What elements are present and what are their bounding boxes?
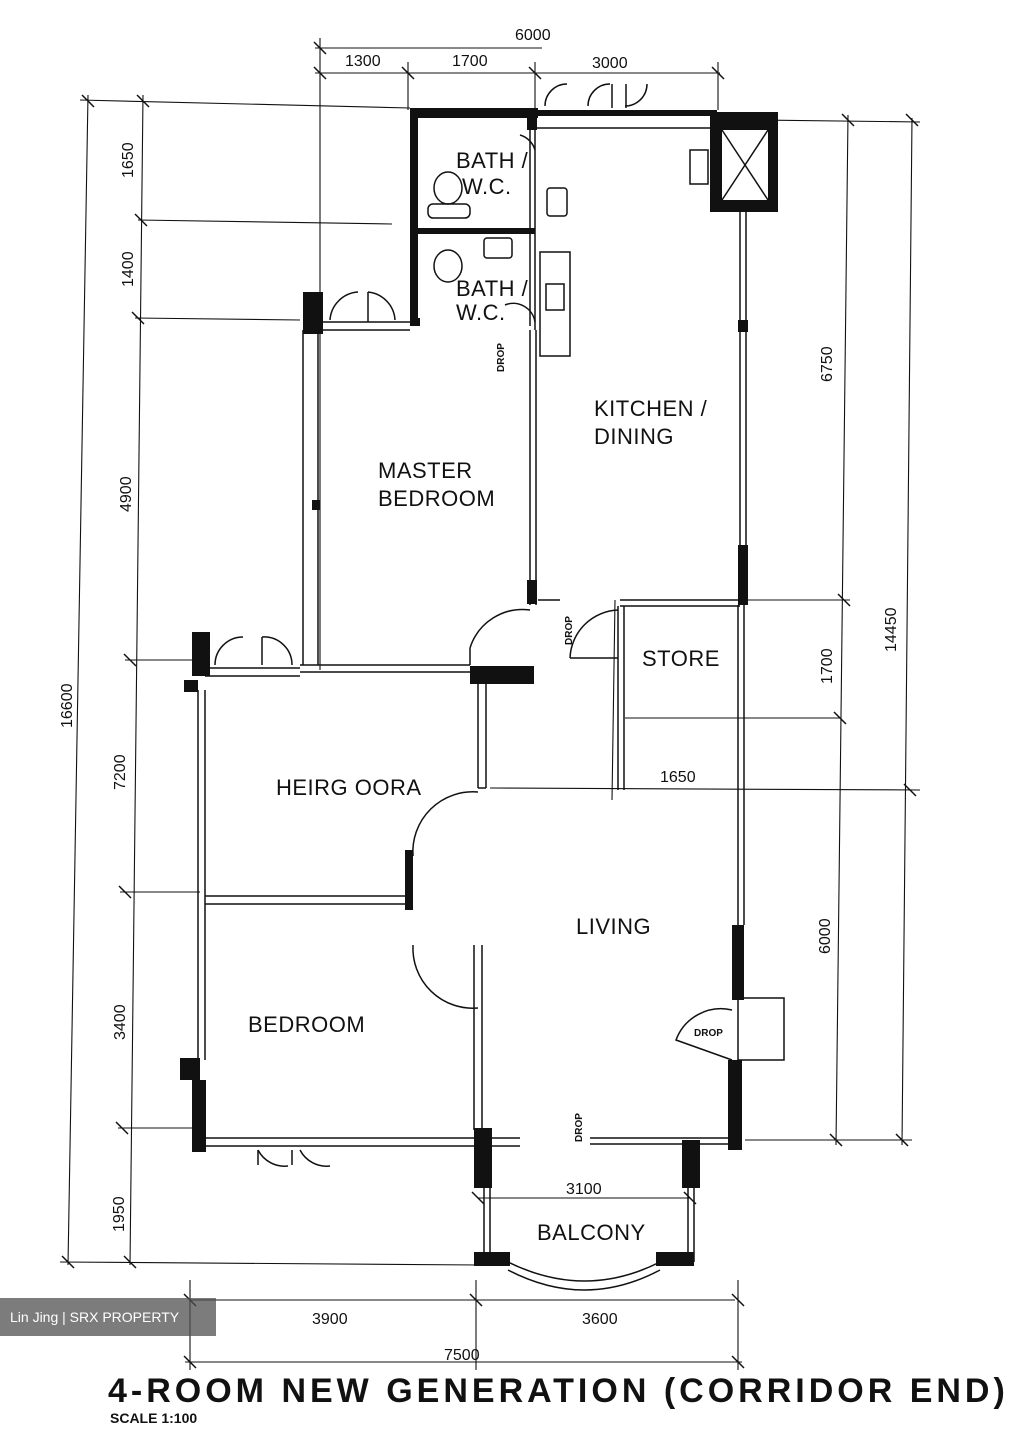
dim-top-b: 1700 [452, 53, 488, 70]
drop-label-living: DROP [574, 1113, 585, 1142]
dim-right-c: 6000 [817, 918, 834, 954]
watermark: Lin Jing | SRX PROPERTY [0, 1298, 216, 1336]
dim-top-total: 6000 [515, 27, 551, 44]
drop-label-entrance: DROP [694, 1028, 723, 1039]
plan-scale: SCALE 1:100 [110, 1410, 198, 1426]
room-label-dining: DINING [594, 424, 674, 449]
drop-labels: DROP DROP DROP DROP [496, 343, 723, 1142]
dim-right-outer: 14450 [883, 607, 900, 652]
dim-bottom-total: 7500 [444, 1347, 480, 1364]
room-label-bath-2-wc: W.C. [456, 300, 506, 325]
dim-bottom-a: 3900 [312, 1311, 348, 1328]
room-label-bath-2: BATH / [456, 276, 529, 301]
room-label-store: STORE [642, 646, 720, 671]
dim-right-a: 6750 [819, 346, 836, 382]
dim-left-c: 4900 [118, 476, 135, 512]
dim-top-c: 3000 [592, 55, 628, 72]
room-label-bath-1-wc: W.C. [462, 174, 512, 199]
dim-left-b: 1400 [120, 251, 137, 287]
doors-fixtures [214, 83, 785, 1167]
drop-label-store: DROP [564, 616, 575, 645]
dim-bottom-b: 3600 [582, 1311, 618, 1328]
walls [180, 108, 778, 1291]
dim-left-a: 1650 [120, 142, 137, 178]
room-label-bedroom-2: HEIRG OORA [276, 775, 422, 800]
room-label-master-bedroom: BEDROOM [378, 486, 495, 511]
plan-title: 4-ROOM NEW GENERATION (CORRIDOR END) [108, 1372, 1009, 1410]
dim-left-outer: 16600 [59, 683, 76, 728]
dim-left-f: 1950 [111, 1196, 128, 1232]
room-label-bath-1: BATH / [456, 148, 529, 173]
room-label-master: MASTER [378, 458, 473, 483]
dim-top-a: 1300 [345, 53, 381, 70]
room-label-living: LIVING [576, 914, 651, 939]
dimension-labels: 6000 1300 1700 3000 16600 1650 1400 4900… [59, 27, 900, 1364]
drop-label-kitchen: DROP [496, 343, 507, 372]
dim-right-b: 1700 [819, 648, 836, 684]
dim-balcony-width: 3100 [566, 1181, 602, 1198]
dim-left-e: 3400 [112, 1004, 129, 1040]
room-label-bedroom: BEDROOM [248, 1012, 365, 1037]
room-label-kitchen: KITCHEN / [594, 396, 708, 421]
dim-left-d: 7200 [112, 754, 129, 790]
dim-store-width: 1650 [660, 769, 696, 786]
dimension-lines [59, 38, 921, 1370]
room-label-balcony: BALCONY [537, 1220, 646, 1245]
room-labels: BATH / W.C. BATH / W.C. KITCHEN / DINING… [248, 148, 720, 1245]
